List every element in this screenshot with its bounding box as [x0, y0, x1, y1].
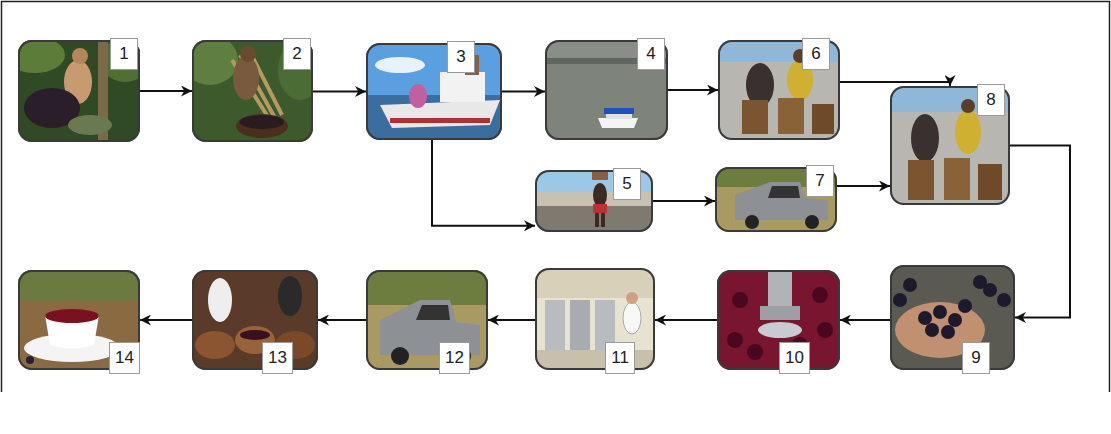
- callout-number: 10: [779, 342, 810, 374]
- flow-arrow: [655, 319, 717, 321]
- callout-number: 13: [262, 342, 293, 374]
- threshing-photo: [192, 40, 313, 142]
- acai-fruit-photo: [890, 265, 1015, 370]
- harvest-photo: [18, 40, 140, 142]
- flow-arrow: [432, 140, 535, 226]
- photo-frame: 11: [535, 268, 655, 370]
- flow-arrow: [502, 91, 545, 93]
- callout-number: 1: [110, 38, 138, 70]
- callout-number: 7: [806, 165, 834, 197]
- flow-arrow: [840, 319, 890, 321]
- flow-arrow: [313, 91, 366, 93]
- photo-frame: 4: [545, 40, 668, 140]
- callout-number: 3: [447, 41, 475, 73]
- photo-frame: 8: [890, 86, 1010, 205]
- callout-number: 6: [802, 38, 830, 70]
- callout-number: 11: [605, 342, 635, 374]
- retail-photo: [192, 270, 318, 370]
- photo-frame: 3: [366, 43, 502, 140]
- photo-frame: 13: [192, 270, 318, 370]
- photo-frame: 12: [366, 270, 488, 370]
- callout-number: 9: [962, 342, 990, 374]
- callout-number: 4: [637, 38, 665, 70]
- callout-number: 5: [613, 168, 641, 200]
- photo-frame: 2: [192, 40, 313, 142]
- callout-number: 8: [977, 84, 1005, 116]
- callout-number: 2: [283, 38, 311, 70]
- photo-frame: 10: [717, 270, 840, 370]
- flow-arrow: [318, 319, 366, 321]
- flow-arrow: [837, 185, 890, 187]
- callout-number: 14: [109, 342, 140, 374]
- boat-loading-photo: [366, 43, 502, 140]
- outer-frame: [2, 2, 1110, 393]
- flow-arrow: [140, 90, 192, 92]
- flow-arrow: [653, 200, 715, 202]
- flow-arrow: [140, 319, 192, 321]
- flow-arrow: [1010, 146, 1070, 318]
- photo-frame: 9: [890, 265, 1015, 370]
- flow-arrow: [488, 319, 535, 321]
- flow-arrow: [668, 89, 718, 91]
- photo-frame: 1: [18, 40, 140, 142]
- photo-frame: 5: [535, 170, 653, 232]
- photo-frame: 7: [715, 167, 837, 232]
- photo-frame: 6: [718, 40, 840, 140]
- callout-number: 12: [439, 342, 470, 374]
- photo-frame: 14: [18, 270, 140, 370]
- processing-plant-photo: [535, 268, 655, 370]
